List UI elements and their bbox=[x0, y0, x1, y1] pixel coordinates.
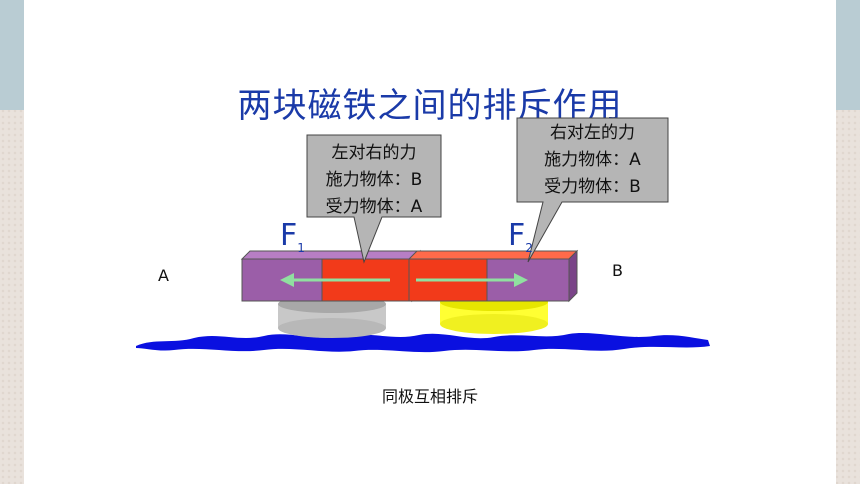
callout-left-line1: 左对右的力 bbox=[331, 143, 417, 163]
force-f1-letter: F bbox=[280, 218, 298, 253]
ground-surface bbox=[136, 333, 710, 353]
background-accent-right bbox=[836, 0, 860, 110]
label-a: A bbox=[158, 266, 169, 285]
force-label-f1: F1 bbox=[280, 218, 305, 255]
magnet-b-side bbox=[568, 249, 578, 303]
force-f2-letter: F bbox=[508, 218, 526, 253]
force-f1-subscript: 1 bbox=[297, 241, 305, 255]
callout-left-line2: 施力物体：B bbox=[325, 170, 423, 190]
force-label-f2: F2 bbox=[508, 218, 533, 255]
callout-left-text: 左对右的力 施力物体：B 受力物体：A bbox=[307, 140, 441, 221]
left-stand-bottom bbox=[278, 318, 386, 338]
slide: 两块磁铁之间的排斥作用 左对右的力 施力物体：B bbox=[24, 0, 836, 484]
label-b: B bbox=[612, 261, 623, 280]
background-accent-left bbox=[0, 0, 24, 110]
callout-right-line3: 受力物体：B bbox=[544, 177, 641, 197]
callout-left-line3: 受力物体：A bbox=[325, 197, 423, 217]
force-arrow-left-head bbox=[280, 273, 294, 287]
force-arrow-right-head bbox=[514, 273, 528, 287]
right-stand-bottom bbox=[440, 314, 548, 334]
callout-left-box bbox=[306, 134, 442, 264]
callout-right-text: 右对左的力 施力物体：A 受力物体：B bbox=[517, 120, 668, 201]
callout-right-line2: 施力物体：A bbox=[544, 150, 641, 170]
magnet-diagram bbox=[136, 117, 710, 353]
magnet-a-top bbox=[240, 250, 422, 260]
callout-right-line1: 右对左的力 bbox=[550, 123, 635, 143]
magnet-b-top bbox=[407, 250, 579, 260]
callout-right-box bbox=[516, 117, 669, 263]
caption: 同极互相排斥 bbox=[381, 387, 478, 406]
force-f2-subscript: 2 bbox=[525, 241, 533, 255]
